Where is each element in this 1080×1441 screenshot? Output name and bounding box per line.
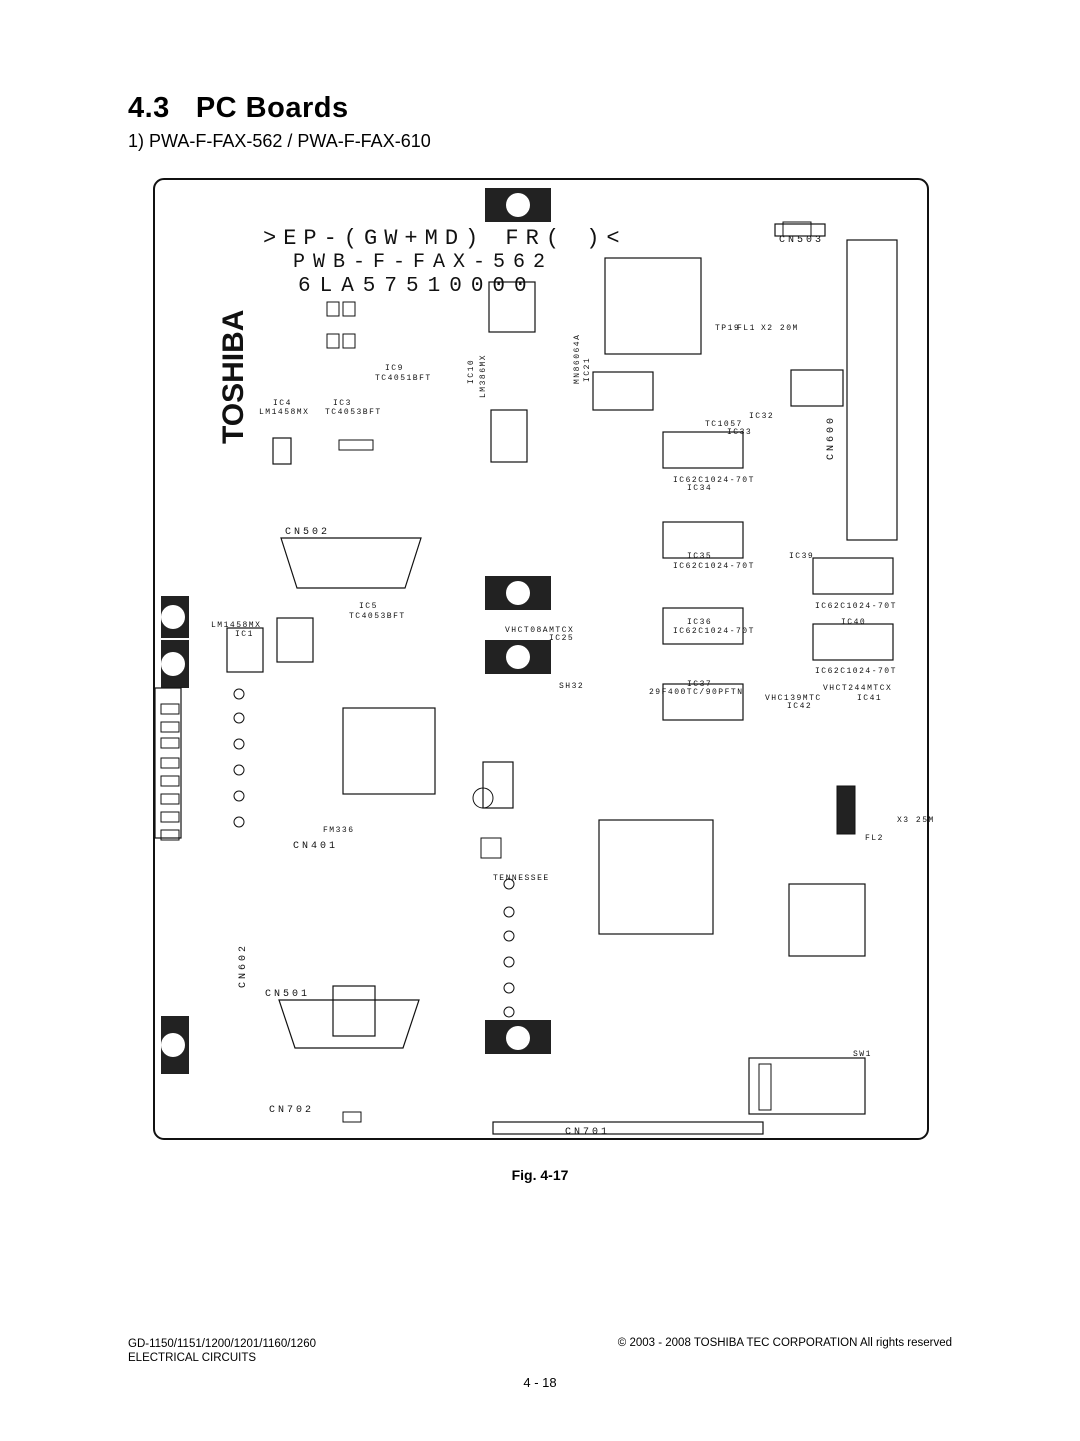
chip-part-ic25: VHCT08AMTCX [505, 626, 574, 635]
section-number: 4.3 [128, 92, 170, 124]
figure-caption: Fig. 4-17 [511, 1167, 569, 1183]
connector-label-cn503: CN503 [779, 235, 824, 246]
chip-ref-ic9: IC9 [385, 364, 404, 373]
chip-part-ic36: IC62C1024-70T [673, 627, 755, 636]
chip-part-ic37: 29F400TC/90PFTN [649, 688, 744, 697]
page-number: 4 - 18 [523, 1375, 557, 1390]
component-marks [160, 221, 856, 1123]
section-title: 4.3 PC Boards [128, 92, 349, 125]
crystal-x3-label: X3 25M [897, 816, 935, 825]
chip-ref-ic37: IC37 [687, 680, 712, 689]
footer-left: GD-1150/1151/1200/1201/1160/1260 ELECTRI… [128, 1337, 316, 1365]
silkscreen-line-2: PWB-F-FAX-562 [293, 251, 553, 274]
footer-copyright: © 2003 - 2008 TOSHIBA TEC CORPORATION Al… [617, 1337, 952, 1349]
chip-ref-ic10: IC10 [467, 359, 476, 384]
chip-ref-ic34: IC34 [687, 484, 712, 493]
board-outline [153, 178, 929, 1140]
chip-part-ic9: TC4051BFT [375, 374, 432, 383]
chip-part-ic21: MN86064A [573, 334, 582, 384]
chip-ref-ic5: IC5 [359, 602, 378, 611]
chip-part-ic32: TC1057 [705, 420, 743, 429]
mounting-holes [161, 188, 551, 1074]
crystal-x2-label: X2 20M [761, 324, 799, 333]
connector-label-cn501: CN501 [265, 989, 310, 1000]
connector-label-cn602: CN602 [238, 943, 249, 988]
shield-sh32-label: SH32 [559, 682, 584, 691]
chip-part-ic35: IC62C1024-70T [673, 562, 755, 571]
chip-part-ic5: TC4053BFT [349, 612, 406, 621]
chip-ref-ic21: IC21 [583, 357, 592, 382]
chip-ref-ic3: IC3 [333, 399, 352, 408]
chip-part-ic40: IC62C1024-70T [815, 667, 897, 676]
chip-ref-ic32: IC32 [749, 412, 774, 421]
chip-ref-ic36: IC36 [687, 618, 712, 627]
filter-fl2-label: FL2 [865, 834, 884, 843]
modem-fm336-label: FM336 [323, 826, 355, 835]
chip-part-ic39: IC62C1024-70T [815, 602, 897, 611]
filter-fl1-label: FL1 [737, 324, 756, 333]
silkscreen-line-3: 6LA57510000 [298, 275, 536, 298]
chip-part-ic42: VHC139MTC [765, 694, 822, 703]
tennessee-label: TENNESSEE [493, 874, 550, 883]
connector-label-cn401: CN401 [293, 841, 338, 852]
connector-label-cn600: CN600 [826, 415, 837, 460]
chip-ref-ic33: IC33 [727, 428, 752, 437]
chip-ref-ic1: IC1 [235, 630, 254, 639]
chip-ref-ic41: IC41 [857, 694, 882, 703]
switch-sw1-label: SW1 [853, 1050, 872, 1059]
chip-part-ic34: IC62C1024-70T [673, 476, 755, 485]
connector-label-cn702: CN702 [269, 1105, 314, 1116]
section-title-text: PC Boards [195, 92, 349, 124]
silkscreen-line-1: >EP-(GW+MD) FR( )< [263, 226, 627, 251]
chip-ref-ic4: IC4 [273, 399, 292, 408]
connector-label-cn701: CN701 [565, 1127, 610, 1138]
chip-part-ic1: LM1458MX [211, 621, 261, 630]
pcb-silkscreen-diagram: >EP-(GW+MD) FR( )< PWB-F-FAX-562 6LA5751… [153, 178, 933, 1140]
testpoint-tp19-label: TP19 [715, 324, 740, 333]
chip-ref-ic25: IC25 [549, 634, 574, 643]
ic-outlines [226, 257, 894, 1115]
chip-part-ic3: TC4053BFT [325, 408, 382, 417]
chip-ref-ic40: IC40 [841, 618, 866, 627]
connector-outlines [154, 223, 898, 1135]
footer-models: GD-1150/1151/1200/1201/1160/1260 [128, 1338, 316, 1350]
chip-ref-ic39: IC39 [789, 552, 814, 561]
chip-part-ic10: LM386MX [479, 354, 488, 398]
chip-ref-ic35: IC35 [687, 552, 712, 561]
chip-part-ic4: LM1458MX [259, 408, 309, 417]
toshiba-logo: TOSHIBA [217, 310, 250, 444]
subsection-title: 1) PWA-F-FAX-562 / PWA-F-FAX-610 [128, 131, 431, 151]
chip-ref-ic42: IC42 [787, 702, 812, 711]
connector-label-cn502: CN502 [285, 527, 330, 538]
footer-chapter: ELECTRICAL CIRCUITS [128, 1352, 257, 1364]
chip-part-ic41: VHCT244MTCX [823, 684, 892, 693]
